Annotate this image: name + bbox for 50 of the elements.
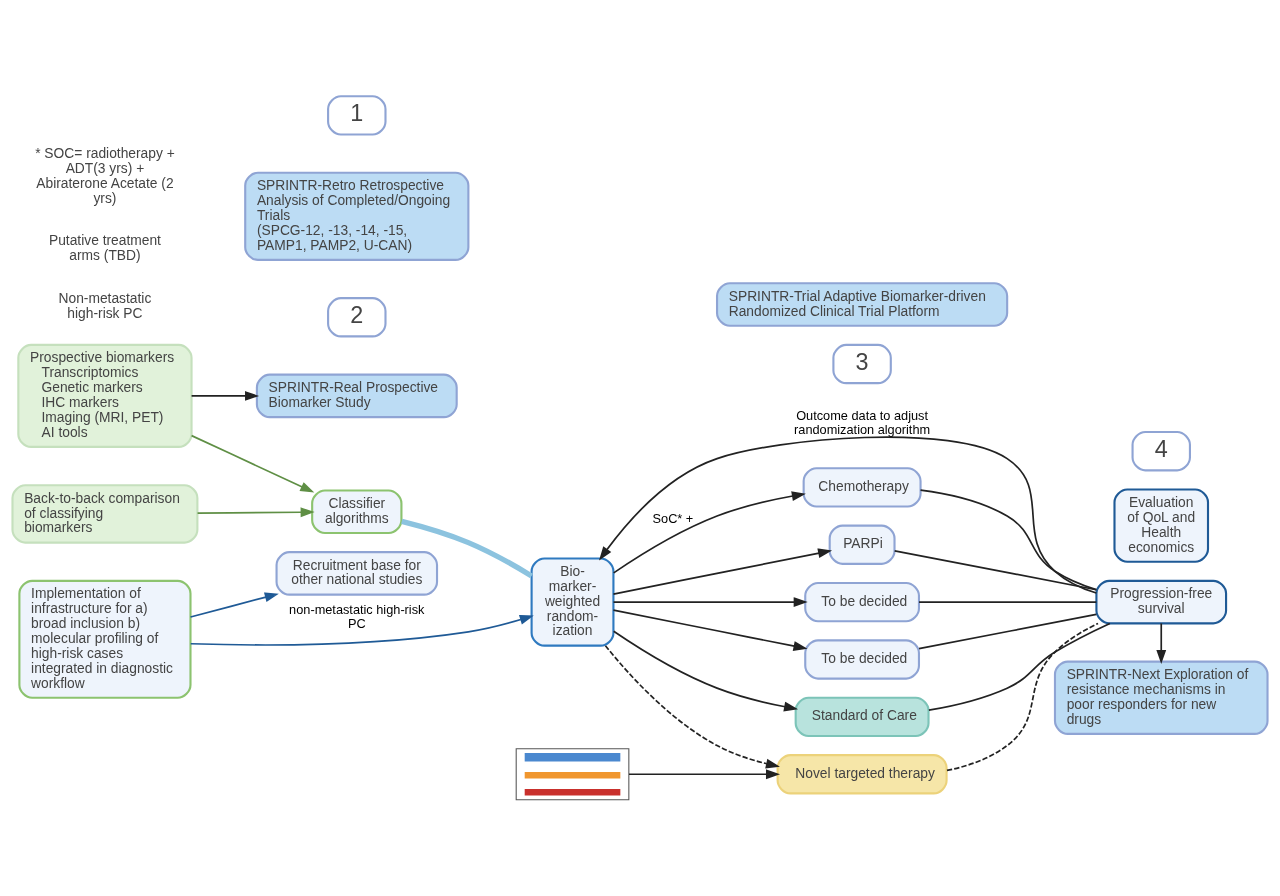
label: Non-metastatic high-risk PC: [58, 289, 152, 321]
arrow: [612, 630, 799, 712]
node-box: Implementation of infrastructure for a) broad inclusion b) molecular profiling of high-risk cases integrated in diagnostic workflow: [18, 579, 192, 699]
node-box: SPRINTR-Next Exploration of resistance mechanisms in poor responders for new drugs: [1053, 660, 1269, 735]
node-box: SPRINTR-Retro Retrospective Analysis of Completed/Ongoing Trials (SPCG-12, -13, -14, -15, PAMP1, PAMP2, U-CAN): [244, 171, 470, 261]
node-box: 2: [327, 297, 387, 338]
node-box: 4: [1131, 431, 1191, 472]
label: Putative treatment arms (TBD): [48, 232, 161, 264]
connector: [918, 613, 1098, 650]
arrow: [612, 597, 808, 607]
arrow: [604, 644, 780, 769]
connector: [893, 549, 1098, 591]
arrow: [189, 614, 534, 646]
node-box: 3: [832, 343, 892, 385]
arrow: [628, 769, 781, 780]
node-box: Evaluation of QoL and Health economics: [1113, 488, 1210, 563]
node-box: To be decided: [804, 639, 921, 680]
arrow: [612, 548, 833, 595]
node-box: Bio- marker- weighted random- ization: [530, 557, 615, 647]
node-box: Chemotherapy: [802, 467, 922, 508]
arrow: [190, 434, 315, 493]
arrow: [612, 491, 806, 574]
connector: [919, 489, 1097, 591]
connector: [928, 622, 1111, 711]
edge-label: SoC* +: [652, 511, 694, 527]
node-box: Recruitment base for other national studies: [275, 551, 439, 596]
arrow: [599, 436, 1098, 594]
arrow: [196, 507, 315, 518]
connector: [401, 518, 533, 579]
edge-label: non-metastatic high-risk PC: [289, 602, 425, 632]
arrow: [612, 609, 808, 651]
label: * SOC= radiotherapy + ADT(3 yrs) + Abiraterone Acetate (2 yrs): [35, 145, 175, 206]
arrow: [189, 592, 279, 618]
picture: [515, 748, 630, 801]
node-box: Classifier algorithms: [311, 489, 403, 535]
connector: [946, 622, 1099, 772]
node-box: PARPi: [828, 524, 896, 565]
connector: [918, 601, 1098, 603]
node-box: Novel targeted therapy: [776, 754, 948, 795]
node-box: Back-to-back comparison of classifying biomarkers: [11, 484, 199, 544]
arrow: [190, 391, 260, 401]
node-box: Progression-free survival: [1095, 579, 1228, 625]
node-box: 1: [327, 95, 387, 136]
node-box: Standard of Care: [794, 696, 930, 738]
node-box: Prospective biomarkers Transcriptomics Genetic markers IHC markers Imaging (MRI, PET) AI tools: [17, 343, 193, 448]
node-box: SPRINTR-Real Prospective Biomarker Study: [255, 373, 458, 419]
arrow: [1156, 622, 1167, 665]
node-box: SPRINTR-Trial Adaptive Biomarker-driven Randomized Clinical Trial Platform: [715, 282, 1009, 327]
node-box: To be decided: [804, 581, 921, 623]
edge-label: Outcome data to adjust randomization algorithm: [794, 407, 931, 437]
